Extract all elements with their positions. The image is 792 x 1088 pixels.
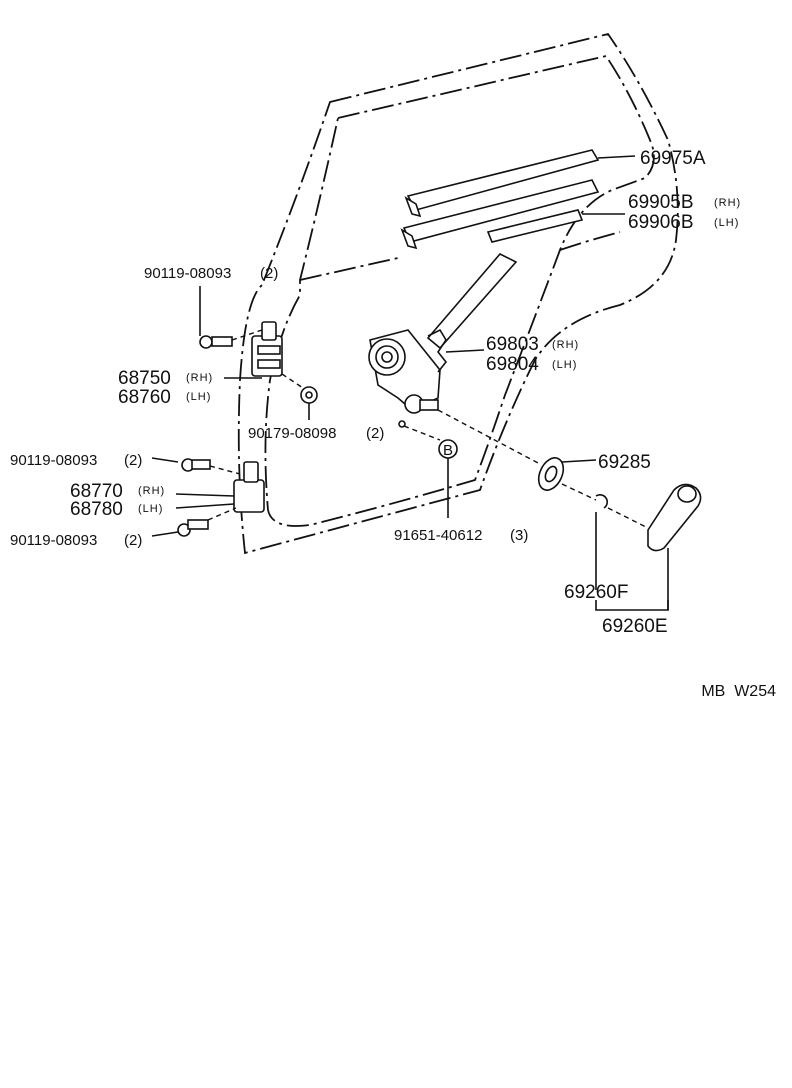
part-number-run-channel-rh: 69905B	[628, 192, 694, 213]
part-number-lower-hinge-bolt-top: 90119-08093	[10, 452, 97, 469]
lower-hinge-part	[175, 461, 265, 513]
lower-hinge-bolt-bottom-part	[151, 507, 237, 537]
run-channel-rh-tag: (RH)	[714, 197, 741, 209]
run-channel-front-part	[404, 149, 636, 218]
upper-hinge-bolt-qty: (2)	[260, 265, 278, 282]
regulator-lh-tag: (LH)	[552, 359, 577, 371]
door-outline	[237, 32, 679, 555]
crank-axis-line-2	[561, 483, 597, 501]
crank-axis-line-3	[607, 507, 649, 529]
lower-hinge-rh-tag: (RH)	[138, 485, 165, 497]
hinge-nut-part	[281, 373, 318, 420]
part-number-upper-hinge-lh: 68760	[118, 387, 171, 408]
part-number-run-channel-lh: 69906B	[628, 212, 694, 233]
diagram-code: MB W254	[701, 683, 776, 700]
regulator-bolt-part: B	[403, 425, 458, 518]
upper-hinge-lh-tag: (LH)	[186, 391, 211, 403]
regulator-part	[368, 253, 518, 428]
upper-hinge-part	[224, 321, 283, 379]
hinge-nut-qty: (2)	[366, 425, 384, 442]
run-channel-lower-part	[400, 179, 625, 250]
window-handle-part	[647, 483, 702, 610]
part-number-regulator-rh: 69803	[486, 334, 539, 355]
regulator-rh-tag: (RH)	[552, 339, 579, 351]
regulator-bolt-marker: B	[443, 442, 453, 459]
regulator-bolt-qty: (3)	[510, 527, 528, 544]
part-number-snap-ring: 69260F	[564, 582, 628, 603]
lower-hinge-lh-tag: (LH)	[138, 503, 163, 515]
upper-hinge-bolt-part	[199, 286, 263, 349]
snap-ring-part	[595, 493, 608, 590]
part-number-lower-hinge-bolt-bottom: 90119-08093	[10, 532, 97, 549]
part-number-lower-hinge-rh: 68770	[70, 481, 123, 502]
part-number-regulator-bolt: 91651-40612	[394, 527, 482, 544]
handle-bracket-line	[595, 600, 669, 611]
part-number-handle: 69260E	[602, 616, 668, 637]
part-number-69975a: 69975A	[640, 148, 706, 169]
part-number-regulator-lh: 69804	[486, 354, 539, 375]
lower-hinge-bolt-top-part	[151, 457, 241, 475]
run-channel-lh-tag: (LH)	[714, 217, 739, 229]
crank-axis-line	[437, 409, 541, 465]
part-number-lower-hinge-lh: 68780	[70, 499, 123, 520]
part-number-upper-hinge-bolt: 90119-08093	[144, 265, 231, 282]
lower-hinge-bolt-top-qty: (2)	[124, 452, 142, 469]
lower-hinge-bolt-bottom-qty: (2)	[124, 532, 142, 549]
escutcheon-part	[537, 457, 597, 491]
upper-hinge-rh-tag: (RH)	[186, 372, 213, 384]
part-number-escutcheon: 69285	[598, 452, 651, 473]
part-number-hinge-nut: 90179-08098	[248, 425, 336, 442]
part-number-upper-hinge-rh: 68750	[118, 368, 171, 389]
